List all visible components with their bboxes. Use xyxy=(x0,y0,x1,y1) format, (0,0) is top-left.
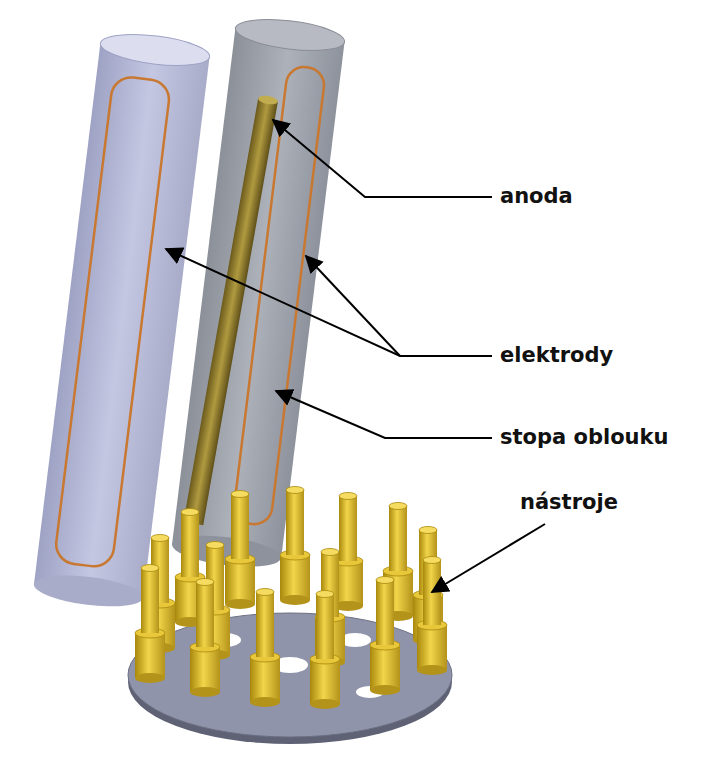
part-label: nástroje xyxy=(520,490,618,515)
part-label: anoda xyxy=(500,184,573,209)
leader-line xyxy=(276,391,492,438)
part-label: elektrody xyxy=(500,343,613,368)
leader-line xyxy=(166,249,492,356)
tool-set xyxy=(135,487,447,710)
leader-line xyxy=(432,524,545,592)
anode-rod xyxy=(183,94,278,525)
part-label: stopa oblouku xyxy=(500,425,668,450)
leader-lines xyxy=(166,120,545,592)
tool-plate xyxy=(128,613,452,744)
leader-line xyxy=(273,120,492,197)
leader-line xyxy=(306,256,400,356)
